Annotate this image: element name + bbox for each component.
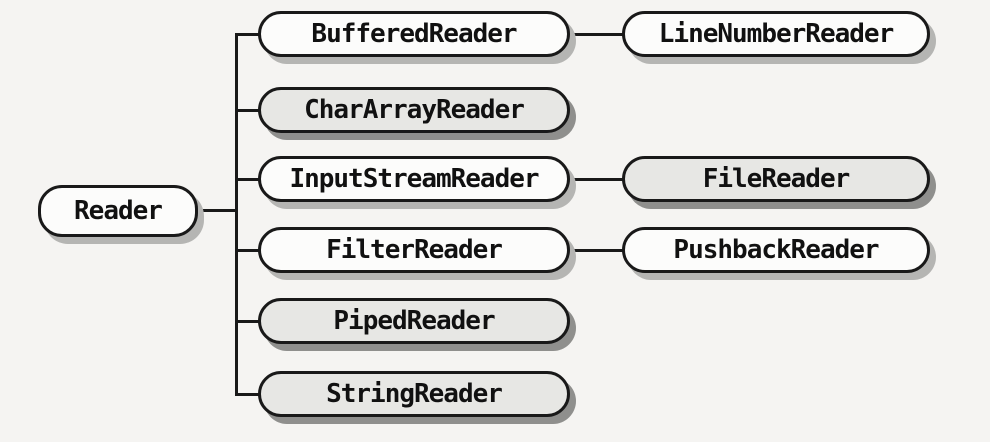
node-inputstreamreader: InputStreamReader [258, 156, 570, 202]
edge-trunk-to-stringreader [235, 393, 260, 396]
node-linenumberreader: LineNumberReader [622, 11, 930, 57]
edge-reader-to-trunk [196, 209, 238, 212]
edge-trunk-vertical [235, 33, 238, 396]
node-pipedreader: PipedReader [258, 298, 570, 344]
edge-filterreader-to-pushbackreader [566, 249, 624, 252]
node-reader: Reader [38, 185, 198, 237]
edge-trunk-to-filterreader [235, 249, 260, 252]
node-filterreader: FilterReader [258, 227, 570, 273]
node-stringreader-label: StringReader [326, 379, 503, 409]
node-linenumberreader-label: LineNumberReader [658, 19, 894, 49]
edge-bufferedreader-to-linenumberreader [566, 33, 624, 36]
node-pushbackreader: PushbackReader [622, 227, 930, 273]
edge-inputstreamreader-to-filereader [566, 178, 624, 181]
edge-trunk-to-bufferedreader [235, 33, 260, 36]
edge-trunk-to-chararrayreader [235, 109, 260, 112]
node-filereader-label: FileReader [702, 164, 851, 194]
node-chararrayreader: CharArrayReader [258, 87, 570, 133]
node-chararrayreader-label: CharArrayReader [304, 95, 525, 125]
node-bufferedreader: BufferedReader [258, 11, 570, 57]
node-filereader: FileReader [622, 156, 930, 202]
node-stringreader: StringReader [258, 371, 570, 417]
node-filterreader-label: FilterReader [326, 235, 503, 265]
node-inputstreamreader-label: InputStreamReader [289, 164, 539, 194]
node-pipedreader-label: PipedReader [333, 306, 495, 336]
node-reader-label: Reader [74, 196, 163, 226]
edge-trunk-to-pipedreader [235, 320, 260, 323]
edge-trunk-to-inputstreamreader [235, 178, 260, 181]
node-pushbackreader-label: PushbackReader [673, 235, 879, 265]
node-bufferedreader-label: BufferedReader [311, 19, 517, 49]
